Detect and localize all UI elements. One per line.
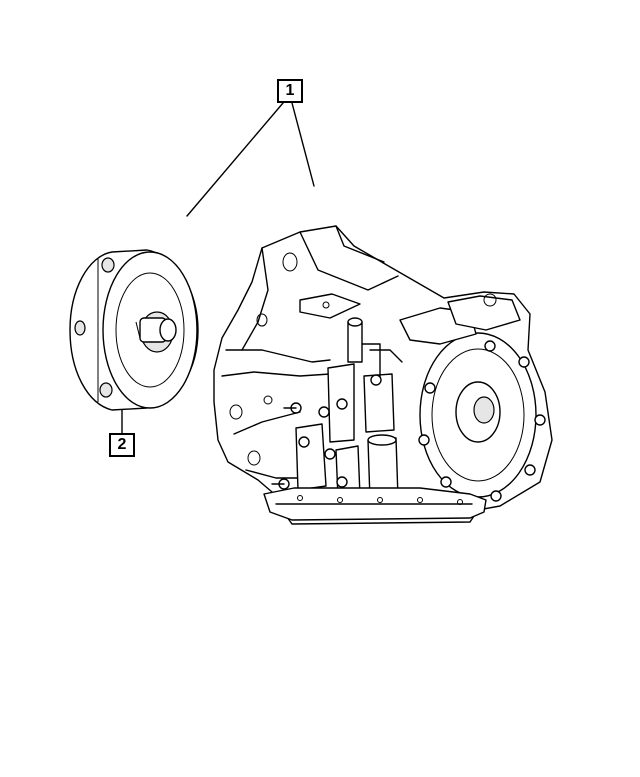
leader-line-1a <box>186 102 284 217</box>
leader-line-1b <box>291 102 315 187</box>
transaxle-assembly <box>213 225 553 525</box>
leader-lines <box>121 102 315 434</box>
torque-converter <box>69 249 199 411</box>
callout-1-label: 1 <box>277 79 303 103</box>
callout-2-label: 2 <box>109 433 135 457</box>
